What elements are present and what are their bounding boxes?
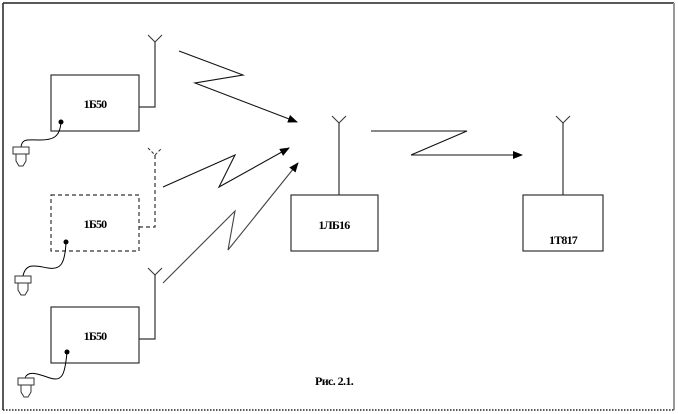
radio-link-arrow-3	[162, 162, 299, 284]
transmitter-2: 1Б50	[14, 147, 163, 296]
transmitter-box	[50, 74, 140, 132]
microphone-cable	[24, 351, 68, 380]
antenna-mast-dashed	[139, 155, 156, 228]
figure-caption: Рис. 2.1.	[315, 374, 354, 388]
microphone-icon	[12, 146, 30, 167]
transmitter-label: 1Б50	[84, 97, 108, 111]
microphone-icon	[17, 377, 35, 398]
transmitter-label: 1Б50	[84, 217, 108, 231]
antenna-icon	[147, 147, 163, 156]
transmitter-1: 1Б50	[12, 34, 163, 167]
transmitter-box-dashed	[50, 194, 140, 252]
microphone-cable	[22, 241, 67, 277]
receiver-label: 1Т817	[549, 233, 578, 247]
transmitter-box	[50, 306, 140, 364]
antenna-icon	[331, 115, 347, 124]
relay-label: 1ЛБ16	[319, 218, 351, 232]
relay-station: 1ЛБ16	[290, 115, 379, 252]
antenna-icon	[147, 267, 163, 276]
relay-box	[290, 194, 379, 252]
antenna-mast	[139, 275, 156, 340]
microphone-cable	[20, 121, 62, 148]
microphone-icon	[14, 275, 32, 296]
radio-link-arrow-2	[162, 147, 290, 189]
transmitter-3: 1Б50	[17, 267, 163, 398]
radio-link-arrow-4	[371, 130, 523, 159]
antenna-icon	[147, 34, 163, 43]
antenna-mast	[139, 42, 156, 108]
receiver-station: 1Т817	[522, 115, 604, 252]
radio-link-arrow-1	[178, 50, 298, 123]
transmitter-label: 1Б50	[84, 329, 108, 343]
antenna-icon	[555, 115, 571, 124]
